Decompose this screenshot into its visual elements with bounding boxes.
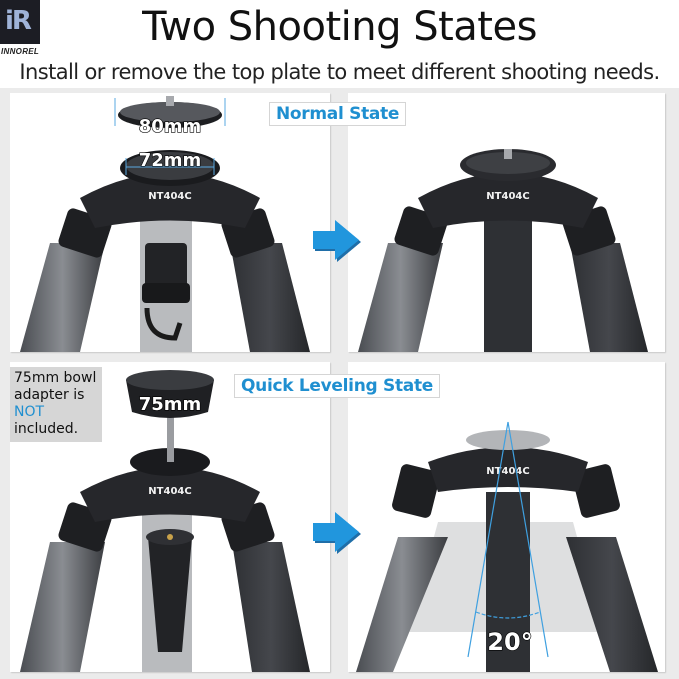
page-subtitle: Install or remove the top plate to meet … (19, 60, 660, 84)
note-highlight: NOT (14, 404, 45, 420)
model-label: NT404C (148, 486, 191, 497)
model-label: NT404C (148, 191, 191, 202)
tilt-angle-label: 20° (487, 628, 532, 656)
tripod-image: NT404C 20° (356, 421, 658, 672)
model-label: NT404C (486, 466, 529, 477)
note-line: included. (14, 421, 79, 437)
panel-quick-assembled: NT404C 20° (348, 362, 665, 672)
normal-state-label: Normal State (269, 102, 407, 126)
plate-diameter-label: 80mm (139, 116, 202, 137)
quick-leveling-state-label: Quick Leveling State (234, 374, 440, 398)
tripod-image: NT404C (358, 149, 648, 352)
panel-normal-assembled: NT404C (348, 93, 665, 352)
right-arrow-icon (313, 512, 361, 554)
bowl-diameter-label: 72mm (139, 150, 202, 171)
brand-name: INNOREL (1, 47, 40, 56)
adapter-not-included-note: 75mm bowl adapter is NOT included. (10, 367, 102, 442)
tripod-image: 72mm NT404C 80mm (20, 96, 310, 352)
panel-normal-disassembled: 72mm NT404C 80mm (10, 93, 330, 352)
bowl-adapter-diameter-label: 75mm (139, 394, 202, 415)
innorel-logo-icon: iR (5, 6, 32, 36)
note-line: adapter is (14, 387, 85, 403)
model-label: NT404C (486, 191, 529, 202)
tripod-image: NT404C 75mm (20, 370, 310, 672)
note-line: 75mm bowl (14, 370, 97, 386)
brand-logo: iR (0, 0, 40, 44)
right-arrow-icon (313, 220, 361, 262)
panel-quick-disassembled: NT404C 75mm (10, 362, 330, 672)
page-title: Two Shooting States (142, 4, 537, 50)
